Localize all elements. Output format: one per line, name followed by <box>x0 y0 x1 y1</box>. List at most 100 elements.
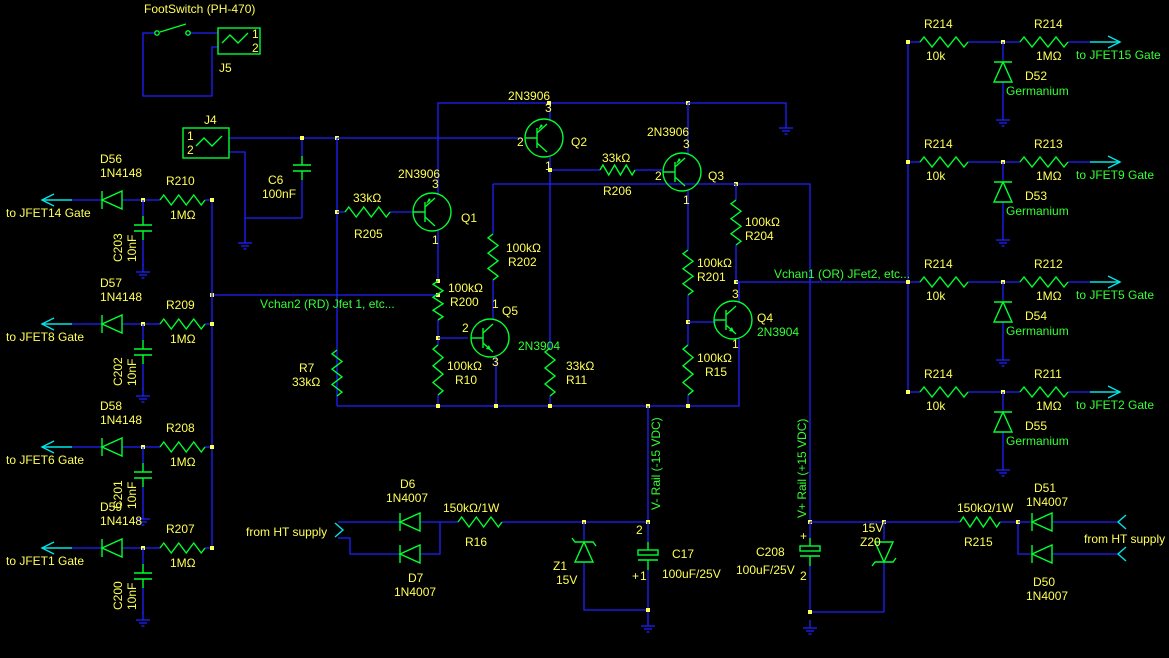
j4-jack <box>182 127 230 159</box>
right-diode-3 <box>992 410 1014 433</box>
right-diode-ref-3: D55 <box>1025 419 1047 433</box>
r215-ref: R215 <box>964 535 993 549</box>
c208-pin2: 2 <box>800 569 807 583</box>
right-rout-value-2: 1MΩ <box>1036 289 1062 303</box>
ground-symbol <box>996 232 1010 247</box>
ground-symbol <box>641 618 655 633</box>
left-res-ref-3: R207 <box>166 522 195 536</box>
c17-pin2: 2 <box>636 523 643 537</box>
j5-ref: J5 <box>219 61 232 75</box>
junction-dot <box>436 293 440 297</box>
vchan2-label: Vchan2 (RD) Jfet 1, etc... <box>260 297 395 311</box>
wire <box>1000 521 1030 555</box>
q5-pin2: 2 <box>462 321 469 335</box>
left-resistor-3 <box>159 541 206 555</box>
c17-pin1: 1 <box>640 569 647 583</box>
r215-resistor <box>959 515 1001 529</box>
q1-ref: Q1 <box>461 211 477 225</box>
r15-ref: R15 <box>705 365 727 379</box>
r201-value: 100kΩ <box>697 256 732 270</box>
junction-dot <box>210 322 214 326</box>
z1-ref: Z1 <box>553 559 567 573</box>
ground-symbol <box>996 352 1010 367</box>
junction-dot <box>436 404 440 408</box>
r202-ref: R202 <box>508 255 537 269</box>
in-gnd-wire <box>229 151 302 219</box>
r215-value: 150kΩ/1W <box>957 501 1014 515</box>
left-cap-value-3: 10nF <box>125 583 139 610</box>
q5-pin1: 1 <box>492 297 499 311</box>
left-res-value-3: 1MΩ <box>170 556 196 570</box>
left-resistor-0 <box>159 193 206 207</box>
left-cap-ref-1: C202 <box>111 357 125 386</box>
r15-resistor <box>681 344 695 396</box>
left-res-value-1: 1MΩ <box>170 332 196 346</box>
r205-resistor <box>344 205 391 219</box>
c17-capacitor <box>637 542 659 570</box>
right-diode-ref-2: D54 <box>1025 309 1047 323</box>
left-target-1: to JFET8 Gate <box>6 330 84 344</box>
q4-pin1: 1 <box>732 337 739 351</box>
right-in-resistor-0 <box>919 35 969 49</box>
right-diode-1 <box>992 180 1014 203</box>
q4-ref: Q4 <box>757 311 773 325</box>
ht-in-neg-port <box>334 522 345 538</box>
z20-zener <box>871 541 897 567</box>
q2-transistor <box>524 118 564 158</box>
junction-dot <box>548 168 552 172</box>
left-diode-2 <box>100 436 123 458</box>
vchan1-label: Vchan1 (OR) JFet2, etc... <box>774 267 910 281</box>
j5-jack <box>217 27 261 55</box>
q3-ref: Q3 <box>708 169 724 183</box>
r205-value: 33kΩ <box>353 191 381 205</box>
ht-in-pos-port-b <box>1116 546 1127 562</box>
ground-symbol <box>238 235 252 250</box>
junction-dot <box>548 404 552 408</box>
left-diode-ref-1: D57 <box>100 276 122 290</box>
right-in-resistor-3 <box>919 385 969 399</box>
left-diode-part-2: 1N4148 <box>100 413 142 427</box>
d6-diode <box>398 511 421 533</box>
right-out-resistor-0 <box>1019 35 1069 49</box>
j4-pin1: 1 <box>187 129 194 143</box>
right-rout-ref-0: R214 <box>1034 17 1063 31</box>
right-diode-2 <box>992 300 1014 323</box>
right-rin-value-1: 10k <box>926 169 946 183</box>
r16-ref: R16 <box>465 535 487 549</box>
ground-symbol <box>136 264 150 279</box>
q5-pin3: 3 <box>492 355 499 369</box>
q3-transistor <box>662 152 702 192</box>
q3-pin3: 3 <box>683 137 690 151</box>
c208-ref: C208 <box>756 545 785 559</box>
q4-part: 2N3904 <box>757 325 799 339</box>
left-res-ref-1: R209 <box>166 298 195 312</box>
left-target-3: to JFET1 Gate <box>6 554 84 568</box>
r202-resistor <box>486 233 500 281</box>
left-cap-1 <box>134 340 152 364</box>
right-rout-value-3: 1MΩ <box>1036 399 1062 413</box>
d6-part: 1N4007 <box>386 491 428 505</box>
z1-zener <box>571 537 597 563</box>
r202-value: 100kΩ <box>506 241 541 255</box>
right-diode-ref-1: D53 <box>1025 189 1047 203</box>
right-out-resistor-3 <box>1019 385 1069 399</box>
c6-value: 100nF <box>262 187 296 201</box>
vpos-rail-wire <box>736 183 811 520</box>
left-diode-ref-2: D58 <box>100 399 122 413</box>
junction-dot <box>210 445 214 449</box>
left-target-0: to JFET14 Gate <box>6 206 91 220</box>
right-rout-value-1: 1MΩ <box>1036 169 1062 183</box>
right-rout-ref-2: R212 <box>1034 257 1063 271</box>
right-target-1: to JFET9 Gate <box>1076 168 1154 182</box>
right-diode-0 <box>992 60 1014 83</box>
q2-pin1: 1 <box>545 159 552 173</box>
d51-diode <box>1030 511 1053 533</box>
d6-ref: D6 <box>400 477 416 491</box>
left-cap-value-0: 10nF <box>125 235 139 262</box>
left-diode-ref-0: D56 <box>100 152 122 166</box>
components <box>40 23 1127 588</box>
r10-resistor <box>431 344 445 396</box>
wire <box>420 522 441 555</box>
